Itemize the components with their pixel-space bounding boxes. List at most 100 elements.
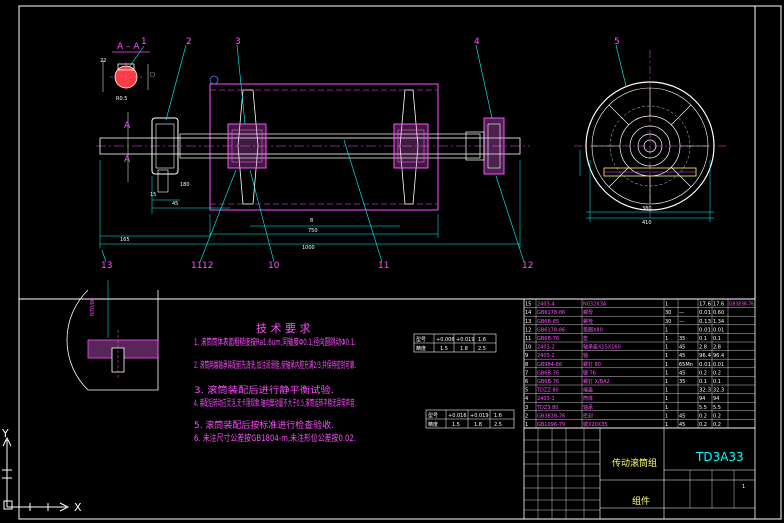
t2-r1: 1.5 (452, 422, 460, 428)
bom-cell-total: 1.34 (713, 319, 724, 325)
bom-cell-total: 0.2 (713, 422, 721, 428)
bom-cell-mat: 45 (679, 413, 685, 419)
ucs-y-label: Y (1, 427, 9, 440)
bom-cell-code: 2403-2 (537, 353, 555, 359)
bom-cell-qty: 30 (665, 310, 671, 316)
dim-380: 380 (642, 206, 652, 212)
t1-h1: +0.006 (436, 337, 455, 343)
bom-cell-qty: 1 (665, 327, 668, 333)
bom-cell-no: 12 (525, 327, 531, 333)
bom-cell-no: 15 (525, 302, 531, 308)
bom-cell-name: 键 76 (583, 369, 596, 376)
tech-req-5: 5. 滚筒装配后按标准进行检查验收. (194, 419, 334, 431)
dim-15: 15 (150, 192, 156, 198)
bom-cell-mat: 35 (679, 379, 685, 385)
t1-r0: 精度 (416, 345, 426, 352)
bom-cell-unit: 17.6 (699, 302, 711, 308)
bom-cell-qty: 1 (665, 336, 668, 342)
t1-r1: 1.5 (440, 346, 448, 352)
bom-cell-total: 0.1 (713, 379, 721, 385)
bom-cell-unit: 5.5 (699, 405, 707, 411)
bom-cell-mat: 45 (679, 422, 685, 428)
bom-cell-qty: 1 (665, 379, 668, 385)
dim-45: 45 (172, 201, 178, 207)
bom-cell-total: 0.1 (713, 336, 721, 342)
balloon-1: 1 (141, 37, 147, 47)
bom-cell-unit: 0.1 (699, 336, 707, 342)
t2-h3: 1.6 (494, 413, 502, 419)
bom-cell-qty: 1 (665, 422, 668, 428)
balloon-12b: 12 (522, 261, 533, 271)
t2-r0: 精度 (428, 421, 438, 428)
bom-cell-unit: 2.8 (699, 345, 707, 351)
bom-cell-name: 螺钉 X/BA2 (583, 378, 610, 385)
bom-cell-unit: 0.2 (699, 413, 707, 419)
sheet-border (18, 5, 782, 520)
bom-cell-mat: — (679, 319, 684, 325)
drum-shell (209, 83, 439, 211)
t2-h0: 型号 (428, 412, 438, 419)
bom-cell-no: 4 (525, 396, 528, 402)
ucs-icon (2, 436, 70, 512)
tech-req-3: 3. 滚筒装配后进行静平衡试验. (194, 384, 334, 396)
bom-cell-code: GB6B-76 (537, 379, 559, 385)
bom-cell-name: 垫圈X80 (583, 326, 603, 333)
tolerance-table-2: 型号 +0.016 +0.019 1.6 精度 1.5 1.8 2.5 (425, 409, 515, 429)
t2-r2: 1.8 (474, 422, 482, 428)
bom-cell-name: 密封 (583, 412, 593, 419)
main-view: A A 2 3 4 13 11 12 10 11 12 165 750 1000… (96, 37, 533, 271)
bom-cell-total: 17.6 (713, 302, 724, 308)
dim-8: 8 (310, 218, 313, 224)
bom-cell-qty: 1 (665, 396, 668, 402)
bom-cell-code: GB3838-76 (537, 413, 565, 419)
bom-cell-no: 9 (525, 353, 528, 359)
bom-cell-code: GB6B-85 (537, 319, 559, 325)
bom-cell-note: GB3838-76 (729, 302, 754, 308)
bom-cell-code: GB984-86 (537, 362, 562, 368)
section-marker-top: A (124, 121, 131, 131)
balloon-2: 2 (186, 37, 192, 47)
title-block: TD3A33 传动滚筒组 组件 1 (523, 427, 756, 520)
bom-cell-qty: 1 (665, 405, 668, 411)
bom-cell-name: 螺钉 80 (583, 361, 601, 368)
bom-cell-no: 2 (525, 413, 528, 419)
tech-req-1: 1. 滚筒筒体表面粗糙度按Ra1.6um,同轴度Φ0.1,径向圆跳动Φ0.1. (194, 336, 356, 348)
bom-cell-name: N032X3A (583, 302, 607, 308)
balloon-4: 4 (474, 37, 480, 47)
bom-cell-code: GB1096-79 (537, 422, 565, 428)
tech-req-4: 4. 装配后转动应灵活,无卡阻现象,轴向窜动量不大于0.5,滚筒运转平稳无异常声… (194, 397, 356, 409)
tolerance-table-1: 型号 +0.006 +0.019 1.6 精度 1.5 1.8 2.5 (413, 333, 497, 353)
bom-cell-no: 10 (525, 345, 531, 351)
bom-cell-code: GB6178-86 (537, 310, 565, 316)
t1-h2: +0.019 (456, 337, 475, 343)
bom-cell-no: 8 (525, 362, 528, 368)
t2-h1: +0.016 (448, 413, 467, 419)
bom-cell-total: 32.3 (713, 388, 724, 394)
bom-cell-mat: 65Mn (679, 362, 693, 368)
dim-410: 410 (642, 220, 652, 226)
bom-cell-name: 端盖 (583, 387, 593, 394)
bom-cell-code: 2403-4 (537, 302, 555, 308)
ucs-x-label: X (74, 501, 82, 514)
bom-cell-unit: 0.2 (699, 370, 707, 376)
t1-h0: 型号 (416, 336, 426, 343)
tech-requirements: 技 术 要 求 1. 滚筒筒体表面粗糙度按Ra1.6um,同轴度Φ0.1,径向圆… (194, 322, 356, 444)
section-a-a-view: A – A 1 22 □ R0.5 (100, 37, 155, 102)
bom-cell-mat: 45 (679, 345, 685, 351)
bom-cell-unit: 0.01 (699, 362, 711, 368)
sheet-number: 1 (742, 484, 745, 490)
assembly-name: 传动滚筒组 (612, 457, 657, 469)
bom-cell-qty: 30 (665, 319, 671, 325)
bom-cell-total: 2.8 (713, 345, 721, 351)
bom-cell-name: 轴 (583, 352, 588, 359)
balloon-10: 10 (268, 261, 280, 271)
balloon-11b: 11 (378, 261, 389, 271)
bom-cell-total: 96.4 (713, 353, 724, 359)
bom-cell-total: 5.5 (713, 405, 721, 411)
t2-r3: 2.5 (494, 422, 502, 428)
bom-cell-mat: — (679, 310, 684, 316)
bom-cell-no: 5 (525, 388, 528, 394)
bom-cell-name: 筒体 (583, 395, 593, 402)
